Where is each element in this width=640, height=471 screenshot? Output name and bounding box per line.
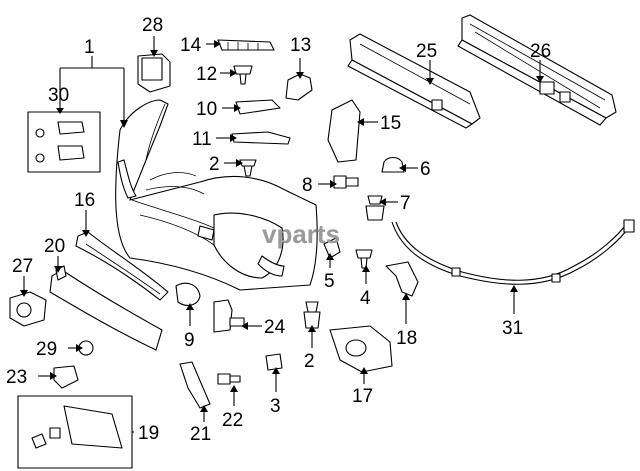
- callout-17: 17: [352, 386, 373, 407]
- bolt-22-part: [217, 373, 241, 385]
- callout-14: 14: [180, 35, 202, 56]
- bracket-10-part: [235, 99, 281, 115]
- callout-16: 16: [74, 190, 95, 211]
- bracket-21-part: [179, 361, 211, 409]
- callout-1: 1: [84, 37, 95, 58]
- callout-13: 13: [290, 35, 311, 56]
- callout-4: 4: [360, 288, 371, 309]
- callout-10: 10: [196, 99, 217, 120]
- bolt-8-part: [333, 175, 359, 189]
- fog-lamp-cover-9-part: [175, 282, 201, 306]
- callout-26: 26: [530, 41, 551, 62]
- energy-absorber-part: [347, 33, 481, 129]
- callout-24: 24: [264, 317, 286, 338]
- bumper-cover-part: [115, 99, 318, 291]
- cap-23-part: [53, 365, 79, 389]
- callout-15: 15: [380, 113, 401, 134]
- bracket-14-part: [217, 39, 275, 51]
- bezel-17-part: [329, 325, 393, 373]
- reinforcement-beam-part: [457, 14, 617, 126]
- screw-4-part: [355, 249, 373, 269]
- callout-22: 22: [222, 410, 243, 431]
- callout-21: 21: [190, 424, 211, 445]
- callout-18: 18: [396, 328, 417, 349]
- callout-5: 5: [324, 271, 335, 292]
- callout-numbers: 1 2 2 5 6 7 8 9 10 11 12 13 14 15 16 17 …: [6, 15, 551, 445]
- callout-2-lower: 2: [304, 351, 315, 372]
- callout-30: 30: [48, 85, 69, 106]
- callout-3: 3: [270, 396, 281, 417]
- bracket-5-part: [323, 237, 341, 259]
- callout-9: 9: [184, 330, 195, 351]
- retainer-11-part: [231, 131, 291, 145]
- clip-2-lower-part: [303, 301, 321, 329]
- callout-23: 23: [6, 367, 27, 388]
- bracket-13-part: [285, 73, 313, 101]
- callout-19: 19: [138, 423, 159, 444]
- wire-harness-31-part: [391, 219, 635, 285]
- callout-25: 25: [416, 41, 437, 62]
- callout-27: 27: [12, 256, 33, 277]
- callout-7: 7: [400, 193, 411, 214]
- callout-12: 12: [196, 64, 217, 85]
- bracket-15-part: [327, 99, 361, 163]
- callout-8: 8: [302, 175, 313, 196]
- license-bracket-box-19: [17, 395, 133, 469]
- clip-3-part: [265, 353, 283, 371]
- radar-sensor-part: [137, 53, 171, 93]
- callout-2-upper: 2: [209, 154, 220, 175]
- clip-set-box: [27, 111, 101, 173]
- clip-2-upper-part: [239, 159, 257, 177]
- sensor-24-part: [213, 299, 245, 333]
- clip-7-part: [365, 195, 385, 221]
- callout-29: 29: [36, 339, 57, 360]
- leader-lines: [20, 36, 544, 433]
- clip-6-part: [381, 156, 405, 173]
- callout-28: 28: [142, 15, 163, 36]
- watermark-text: vparts: [262, 219, 340, 249]
- bracket-18-part: [385, 261, 419, 297]
- grille-part: [75, 231, 169, 301]
- callout-6: 6: [420, 159, 431, 180]
- callout-20: 20: [44, 236, 65, 257]
- callout-31: 31: [502, 318, 523, 339]
- callout-11: 11: [192, 129, 212, 150]
- parking-sensor-27-part: [9, 291, 47, 327]
- clip-12-part: [233, 65, 253, 85]
